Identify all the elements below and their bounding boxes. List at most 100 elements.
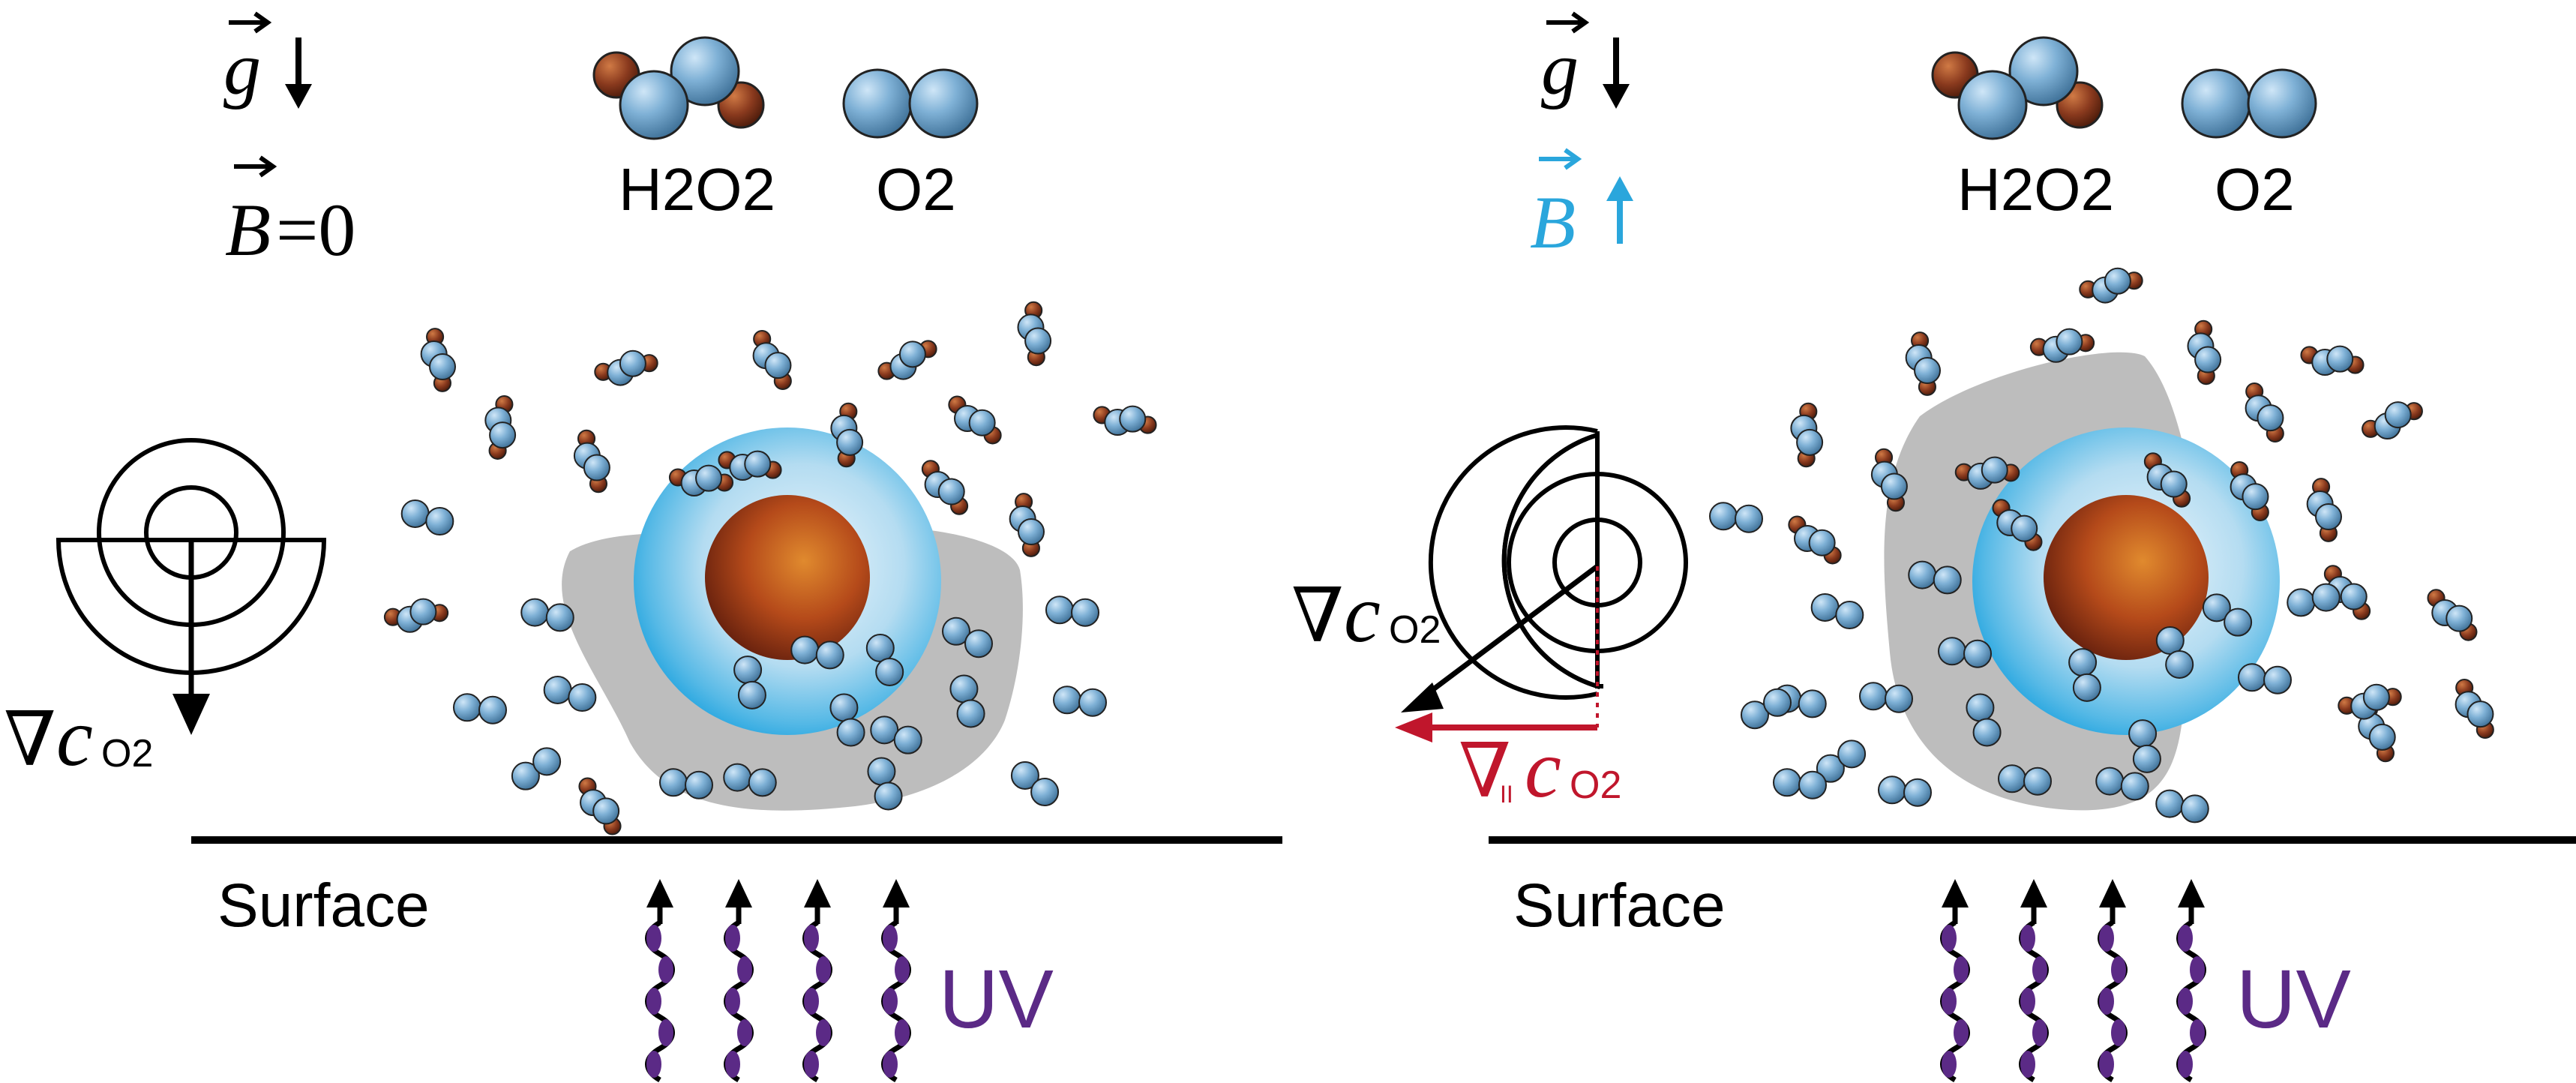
uv-label: UV bbox=[2236, 953, 2351, 1046]
h2o2-molecule-icon bbox=[1870, 448, 1908, 512]
h2o2-label: H2O2 bbox=[619, 156, 775, 223]
h2o2-molecule-icon bbox=[948, 395, 1002, 445]
h2o2-molecule-icon bbox=[668, 464, 734, 496]
h2o2-molecule-icon bbox=[2306, 478, 2343, 542]
h2o2-molecule-icon bbox=[877, 340, 937, 380]
h2o2-molecule-icon bbox=[2427, 589, 2478, 641]
o2-molecule-icon bbox=[2181, 68, 2317, 139]
gradient-arrow-line bbox=[1415, 564, 1600, 704]
h2o2-molecule-icon bbox=[2300, 345, 2365, 376]
uv-wave-icon bbox=[2019, 879, 2049, 1083]
left-panel: g B =0 H2O2 O2 bbox=[4, 11, 1282, 1083]
uv-wave-icon bbox=[802, 879, 832, 1083]
h2o2-molecule-icon bbox=[578, 777, 622, 836]
b-symbol: B bbox=[225, 188, 271, 272]
g-symbol: g bbox=[1541, 27, 1579, 110]
particle-core bbox=[705, 495, 870, 660]
o2-molecule-icon bbox=[1966, 693, 2002, 747]
o2-molecule-icon bbox=[452, 693, 508, 724]
gradient-label-left: ∇ c O2 bbox=[4, 692, 153, 783]
o2-molecule-icon bbox=[2095, 766, 2149, 801]
o2-molecule-icon bbox=[2202, 593, 2253, 637]
o2-molecule-icon bbox=[723, 763, 777, 797]
h2o2-molecule-icon bbox=[1093, 405, 1157, 436]
o2-molecule-icon bbox=[1937, 637, 1993, 668]
h2o2-molecule-icon bbox=[2079, 267, 2143, 304]
o2-molecule-icon bbox=[2287, 583, 2341, 617]
o2-molecule-icon bbox=[733, 656, 766, 710]
uv-waves-right bbox=[1940, 879, 2206, 1083]
gravity-arrow-icon bbox=[1603, 38, 1630, 109]
uv-wave-icon bbox=[724, 879, 754, 1083]
h2o2-molecule-icon bbox=[2230, 460, 2269, 522]
h2o2-molecule-icon bbox=[420, 328, 457, 392]
o2-molecule-icon bbox=[941, 616, 994, 658]
o2-molecule-icon bbox=[1858, 682, 1914, 713]
gradient-outer-ring bbox=[1428, 425, 1603, 700]
o2-molecule-icon bbox=[1052, 686, 1108, 717]
vector-arrow-icon bbox=[1546, 11, 1590, 34]
h2o2-molecule-icon bbox=[1017, 301, 1052, 367]
o2-molecule-icon bbox=[1010, 760, 1060, 807]
particle-core bbox=[2044, 495, 2209, 660]
o2-molecule-icon bbox=[1772, 768, 1828, 800]
surface-label: Surface bbox=[1513, 872, 1726, 940]
h2o2-molecule-icon bbox=[2338, 683, 2402, 720]
o2-molecule-icon bbox=[2155, 789, 2209, 824]
g-symbol: g bbox=[223, 27, 261, 110]
o2-molecule-icon bbox=[658, 768, 714, 800]
svg-text:∇: ∇ bbox=[4, 698, 56, 782]
o2-molecule-icon bbox=[842, 68, 979, 139]
h2o2-molecule-icon bbox=[2187, 320, 2222, 386]
o2-molecule-icon bbox=[867, 757, 903, 811]
o2-molecule-icon bbox=[790, 635, 844, 670]
uv-wave-icon bbox=[645, 879, 675, 1083]
uv-wave-icon bbox=[1940, 879, 1970, 1083]
gradient-label-right: ∇ c O2 bbox=[1291, 568, 1441, 659]
h2o2-molecule-icon bbox=[592, 36, 765, 140]
h2o2-molecule-icon bbox=[2029, 328, 2095, 363]
svg-text:∇: ∇ bbox=[1291, 574, 1344, 658]
o2-molecule-icon bbox=[543, 675, 597, 712]
o2-molecule-icon bbox=[870, 716, 922, 754]
h2o2-molecule-icon bbox=[718, 450, 782, 482]
right-panel: g B H2O2 O2 bbox=[1291, 11, 2576, 1083]
uv-wave-icon bbox=[2098, 879, 2128, 1083]
h2o2-molecule-icon bbox=[1954, 456, 2020, 490]
o2-label: O2 bbox=[2215, 156, 2295, 223]
svg-text:II: II bbox=[1500, 781, 1513, 808]
svg-text:c: c bbox=[56, 692, 93, 783]
o2-molecule-icon bbox=[1997, 764, 2053, 796]
h2o2-molecule-icon bbox=[830, 402, 864, 468]
h2o2-molecule-icon bbox=[1788, 515, 1842, 565]
h2o2-molecule-icon bbox=[383, 598, 449, 633]
o2-molecule-icon bbox=[1908, 560, 1962, 595]
svg-text:O2: O2 bbox=[1389, 608, 1441, 652]
o2-molecule-icon bbox=[1816, 740, 1867, 783]
o2-molecule-icon bbox=[949, 674, 985, 728]
o2-molecule-icon bbox=[2155, 626, 2194, 679]
molecule-cloud-left bbox=[383, 301, 1157, 836]
b-value: =0 bbox=[276, 188, 355, 272]
o2-molecule-icon bbox=[1045, 596, 1100, 627]
o2-molecule-icon bbox=[2128, 719, 2161, 773]
h2o2-molecule-icon bbox=[2455, 678, 2494, 740]
uv-wave-icon bbox=[2176, 879, 2206, 1083]
gravity-label-right: g bbox=[1541, 11, 1630, 110]
h2o2-molecule-icon bbox=[1992, 499, 2043, 551]
gravity-arrow-icon bbox=[285, 38, 312, 109]
vector-arrow-icon bbox=[234, 155, 277, 178]
parallel-gradient-arrow-head bbox=[1395, 712, 1432, 742]
magnetic-field-label-left: B =0 bbox=[225, 155, 355, 272]
gradient-arrow-head bbox=[1401, 682, 1444, 712]
uv-waves-left bbox=[645, 879, 911, 1083]
vector-arrow-icon bbox=[229, 11, 272, 34]
h2o2-molecule-icon bbox=[1931, 36, 2104, 140]
o2-molecule-icon bbox=[1810, 592, 1864, 630]
o2-label: O2 bbox=[876, 156, 956, 223]
magnetic-field-label-right: B bbox=[1530, 148, 1633, 264]
h2o2-molecule-icon bbox=[1009, 493, 1045, 557]
h2o2-molecule-icon bbox=[573, 429, 610, 494]
o2-molecule-icon bbox=[2237, 663, 2293, 694]
